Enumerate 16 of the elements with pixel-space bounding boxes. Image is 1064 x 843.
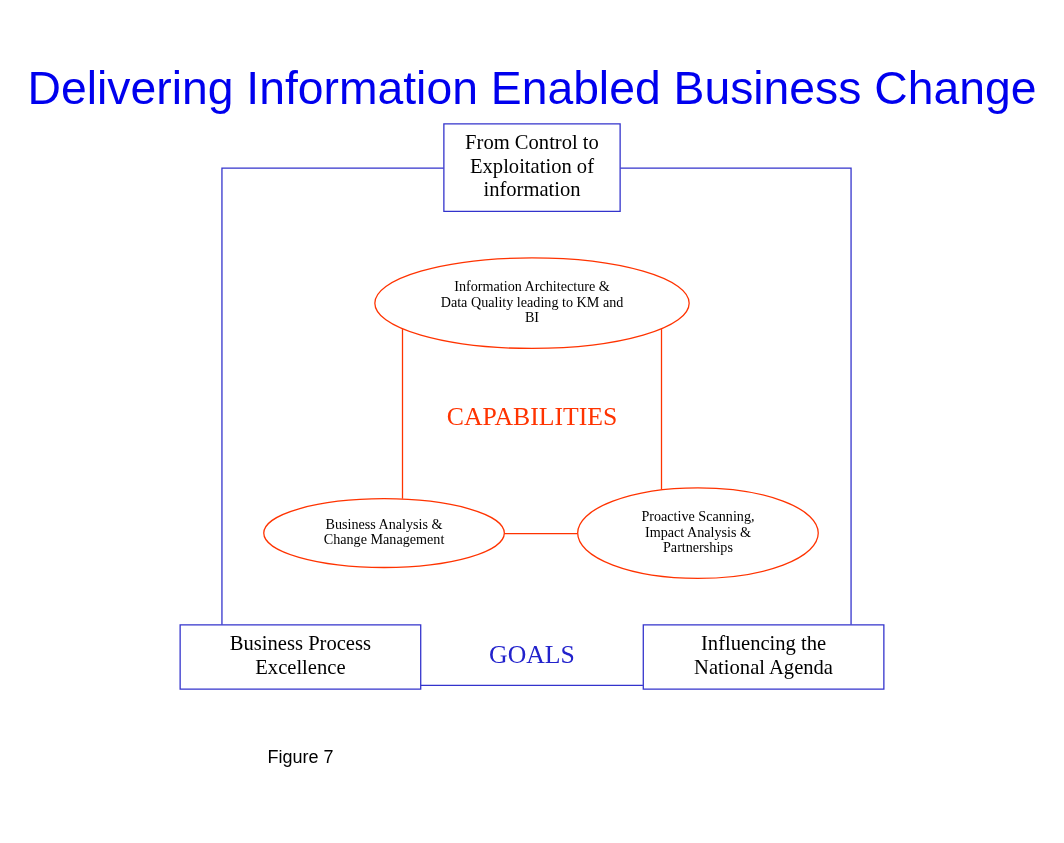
caption: Figure 7 — [267, 746, 334, 767]
node-box: From Control to Exploitation of information — [443, 122, 621, 212]
node-box: Influencing the National Agenda — [642, 623, 885, 690]
label: GOALS — [489, 639, 575, 669]
diagram-title: Delivering Information Enabled Business Change — [27, 61, 1037, 114]
node-ellipse: Information Architecture & Data Quality leading to KM and BI — [374, 256, 690, 349]
connector — [503, 532, 578, 534]
connector — [401, 327, 404, 499]
connector — [660, 327, 663, 490]
connector — [420, 684, 644, 686]
label: CAPABILITIES — [446, 401, 618, 431]
node-box: Business Process Excellence — [179, 623, 422, 690]
node-ellipse: Proactive Scanning, Impact Analysis & Partnerships — [577, 486, 819, 579]
node-ellipse: Business Analysis & Change Management — [263, 497, 505, 568]
connector — [221, 167, 445, 625]
connector — [619, 167, 852, 625]
